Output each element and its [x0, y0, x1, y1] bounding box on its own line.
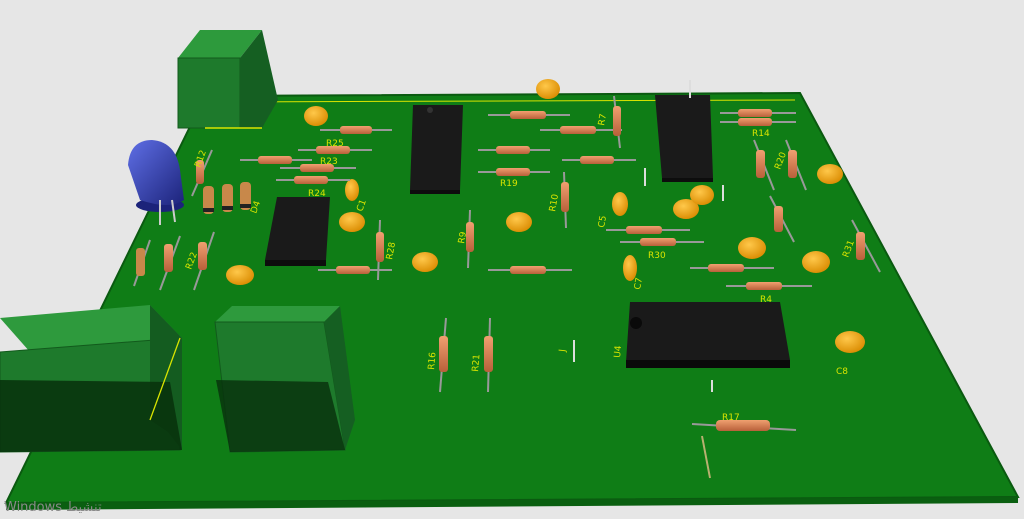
- ic-left: [265, 197, 330, 266]
- connector-top-left: [177, 30, 278, 129]
- ic-top-center: [410, 105, 463, 194]
- connector-bottom-left-2: [214, 306, 355, 453]
- label-c5: C5: [597, 215, 609, 229]
- label-r19: R19: [500, 179, 518, 189]
- connector-bottom-left-1: [0, 305, 182, 453]
- label-r28: R28: [385, 241, 398, 260]
- ic-top-right: [655, 95, 713, 182]
- label-r30: R30: [648, 251, 666, 261]
- label-r25: R25: [326, 139, 344, 149]
- windows-activation-watermark: Windows تنشيط: [4, 500, 102, 515]
- ic-u4: [626, 302, 790, 368]
- capacitors: [226, 79, 865, 353]
- led-blue: [128, 140, 184, 225]
- label-r10: R10: [548, 193, 561, 212]
- label-r21: R21: [471, 354, 483, 373]
- label-j: J: [558, 349, 568, 354]
- label-c8: C8: [836, 367, 848, 377]
- label-r24: R24: [308, 189, 326, 199]
- pin-headers: [573, 80, 724, 392]
- label-c7: C7: [633, 277, 645, 291]
- label-d4: D4: [249, 199, 263, 215]
- label-r4: R4: [760, 295, 772, 305]
- label-r7: R7: [597, 113, 609, 127]
- resistors: [133, 95, 881, 431]
- label-r14: R14: [752, 129, 770, 139]
- diodes: [203, 182, 251, 214]
- label-r23: R23: [320, 157, 338, 167]
- label-r16: R16: [427, 351, 439, 370]
- pcb-board-front-edge: [6, 497, 1018, 510]
- label-r17: R17: [722, 413, 740, 423]
- label-c1: C1: [355, 198, 369, 213]
- wire-jumper: [701, 435, 711, 479]
- label-r9: R9: [457, 231, 469, 245]
- label-u4: U4: [613, 345, 624, 358]
